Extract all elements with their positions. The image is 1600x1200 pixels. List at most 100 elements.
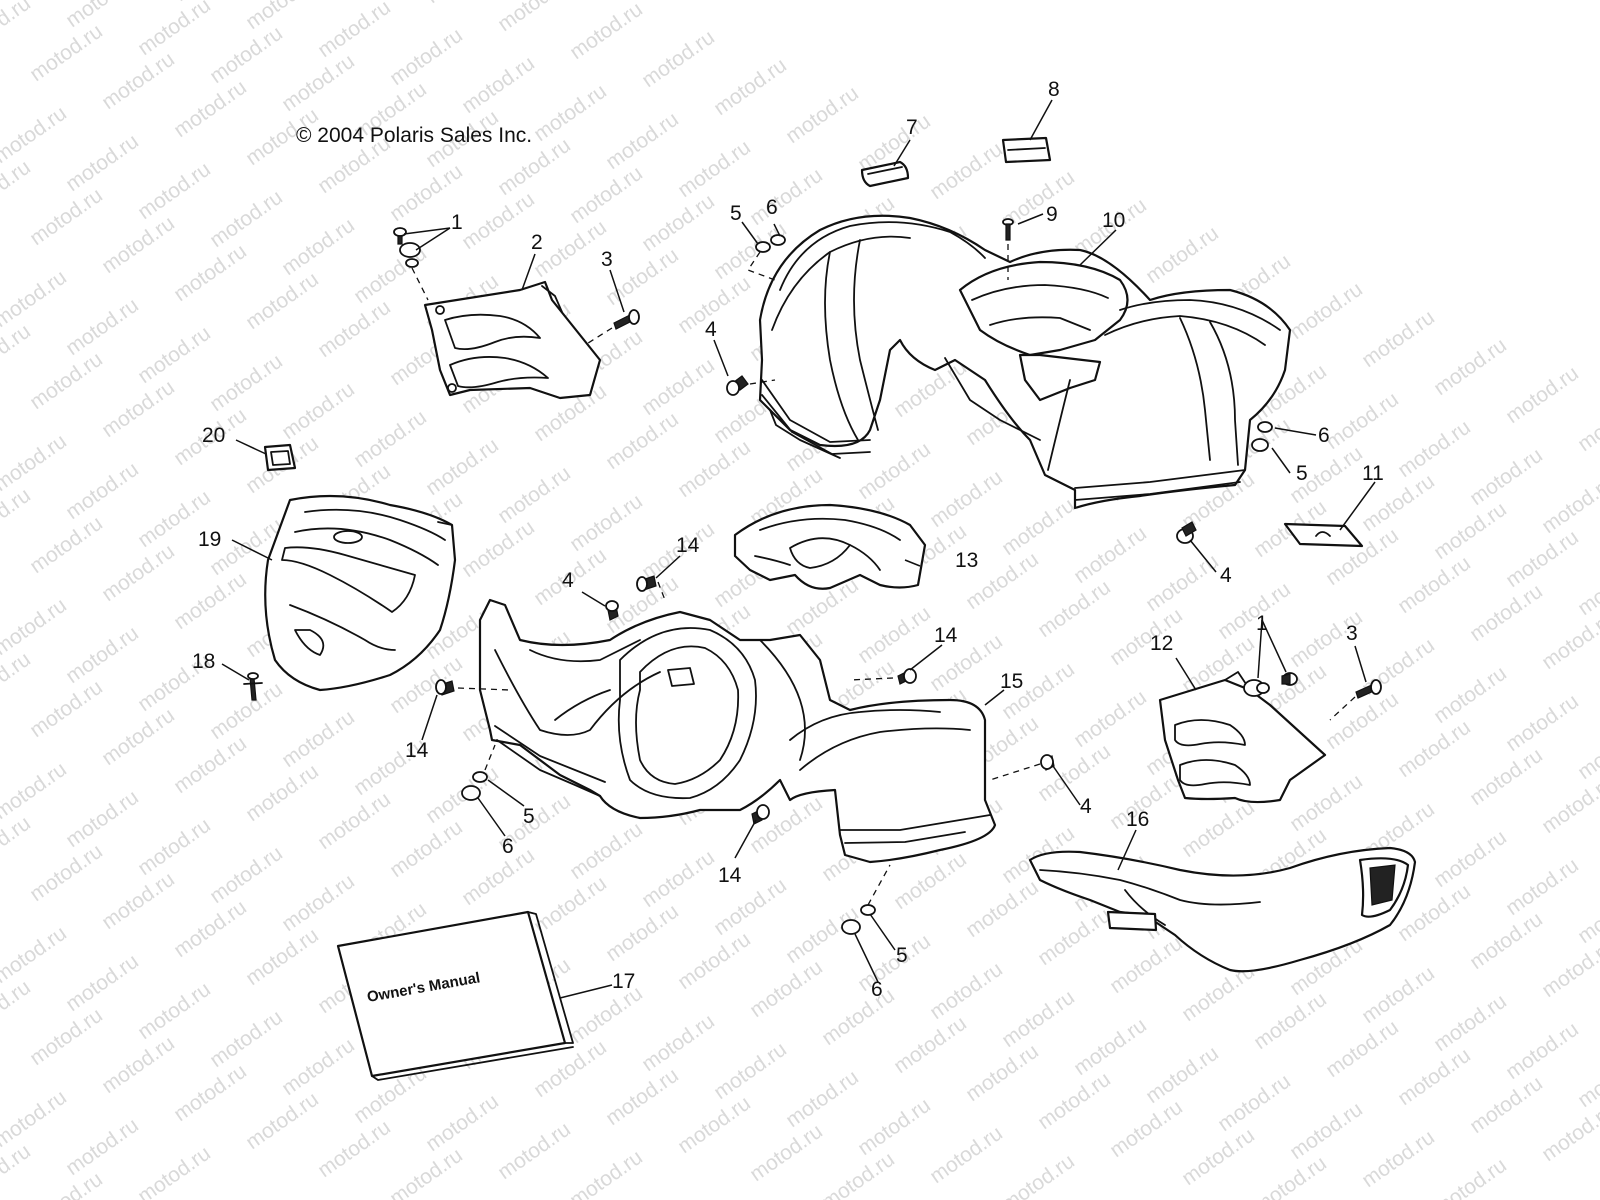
watermark-text: motod.ru [278,378,359,444]
callout-6-left: 6 [502,835,514,858]
watermark-text: motod.ru [782,82,863,148]
watermark-text: motod.ru [1322,688,1403,754]
watermark-text: motod.ru [170,896,251,962]
watermark-text: motod.ru [998,986,1079,1052]
callout-4-upper: 4 [705,318,717,341]
part-9-screw [1002,218,1014,280]
watermark-text: motod.ru [1070,1014,1151,1080]
part-7-strap [860,160,910,188]
watermark-text: motod.ru [1538,608,1600,674]
watermark-text: motod.ru [854,438,935,504]
watermark-text: motod.ru [1394,416,1475,482]
watermark-text: motod.ru [1394,716,1475,782]
watermark-text: motod.ru [0,430,71,496]
watermark-text: motod.ru [674,436,755,502]
watermark-text: motod.ru [134,814,215,880]
watermark-text: motod.ru [206,22,287,88]
watermark-text: motod.ru [62,786,143,852]
watermark-text: motod.ru [242,924,323,990]
part-13-center-cover [733,503,927,590]
watermark-text: motod.ru [98,1032,179,1098]
callout-15: 15 [1000,670,1023,693]
watermark-text: motod.ru [0,594,71,660]
watermark-text: motod.ru [1430,1154,1511,1200]
watermark-text: motod.ru [782,902,863,968]
part-8-decal [1001,136,1052,164]
watermark-text: motod.ru [674,1092,755,1158]
callout-14-left: 14 [405,739,429,762]
callout-2: 2 [531,231,543,254]
callout-14-right: 14 [934,624,958,647]
watermark-text: motod.ru [26,840,107,906]
watermark-text: motod.ru [98,868,179,934]
part-19-nose-cover [264,494,457,692]
watermark-text: motod.ru [1466,444,1547,510]
watermark-text: motod.ru [1250,988,1331,1054]
part-16-seat [1028,846,1417,973]
part-11-plate [1283,522,1364,548]
watermark-text: motod.ru [1250,1152,1331,1200]
callout-3-upper: 3 [601,248,613,271]
watermark-text: motod.ru [134,1142,215,1200]
watermark-text: motod.ru [1430,990,1511,1056]
watermark-text: motod.ru [674,136,755,202]
callout-numbers: 1 2 3 4 5 6 7 8 9 10 6 5 11 4 20 19 18 1… [192,78,1384,1001]
callout-10: 10 [1102,209,1125,232]
watermark-text: motod.ru [206,678,287,744]
watermark-text: motod.ru [566,490,647,556]
watermark-text: motod.ru [1502,854,1583,920]
callout-5-upper: 5 [730,202,742,225]
callout-14-top: 14 [676,534,700,557]
watermark-text: motod.ru [530,80,611,146]
watermark-text: motod.ru [1214,578,1295,644]
watermark-text: motod.ru [170,1060,251,1126]
watermark-text: motod.ru [62,0,143,32]
callout-8: 8 [1048,78,1060,101]
watermark-text: motod.ru [1430,498,1511,564]
watermark-text: motod.ru [206,350,287,416]
watermark-text: motod.ru [494,0,575,36]
part-18-screw [243,672,263,701]
watermark-text: motod.ru [62,622,143,688]
watermark-text: motod.ru [134,0,215,60]
callout-6-bottom: 6 [871,978,883,1001]
part-1-rivet-upper [393,227,429,301]
watermark-text: motod.ru [1286,1098,1367,1164]
callout-1-upper: 1 [451,211,463,234]
watermark-text: motod.ru [422,0,503,8]
watermark-text: motod.ru [746,1120,827,1186]
watermark-text: motod.ru [1142,1042,1223,1108]
watermark-text: motod.ru [602,1064,683,1130]
rear-fender-fasteners-right [1176,421,1273,544]
watermark-text: motod.ru [26,184,107,250]
watermark-text: motod.ru [1502,1018,1583,1084]
watermark-text: motod.ru [638,1010,719,1076]
watermark-text: motod.ru [386,1144,467,1200]
callout-5-left: 5 [523,805,535,828]
watermark-text: motod.ru [0,758,71,824]
watermark-text: motod.ru [1538,936,1600,1002]
watermark-text: motod.ru [0,102,71,168]
watermark-text: motod.ru [1358,1126,1439,1192]
watermark-text: motod.ru [26,348,107,414]
watermark-text: motod.ru [1466,908,1547,974]
watermark-text: motod.ru [854,602,935,668]
watermark-text: motod.ru [170,568,251,634]
watermark-text: motod.ru [1142,550,1223,616]
watermark-text: motod.ru [710,1038,791,1104]
watermark-text: motod.ru [1574,882,1600,948]
watermark-text: motod.ru [782,1066,863,1132]
watermark-text: motod.ru [0,922,71,988]
watermark-text: motod.ru [1574,718,1600,784]
watermark-text: motod.ru [98,376,179,442]
part-3-screw-lower [1329,679,1382,721]
watermark-text: motod.ru [746,164,827,230]
watermark-text: motod.ru [854,1094,935,1160]
watermark-text: motod.ru [1358,306,1439,372]
part-17-owners-manual: Owner's Manual [336,910,574,1081]
watermark-text: motod.ru [26,1168,107,1200]
callout-3-lower: 3 [1346,622,1358,645]
watermark-text: motod.ru [1034,1068,1115,1134]
